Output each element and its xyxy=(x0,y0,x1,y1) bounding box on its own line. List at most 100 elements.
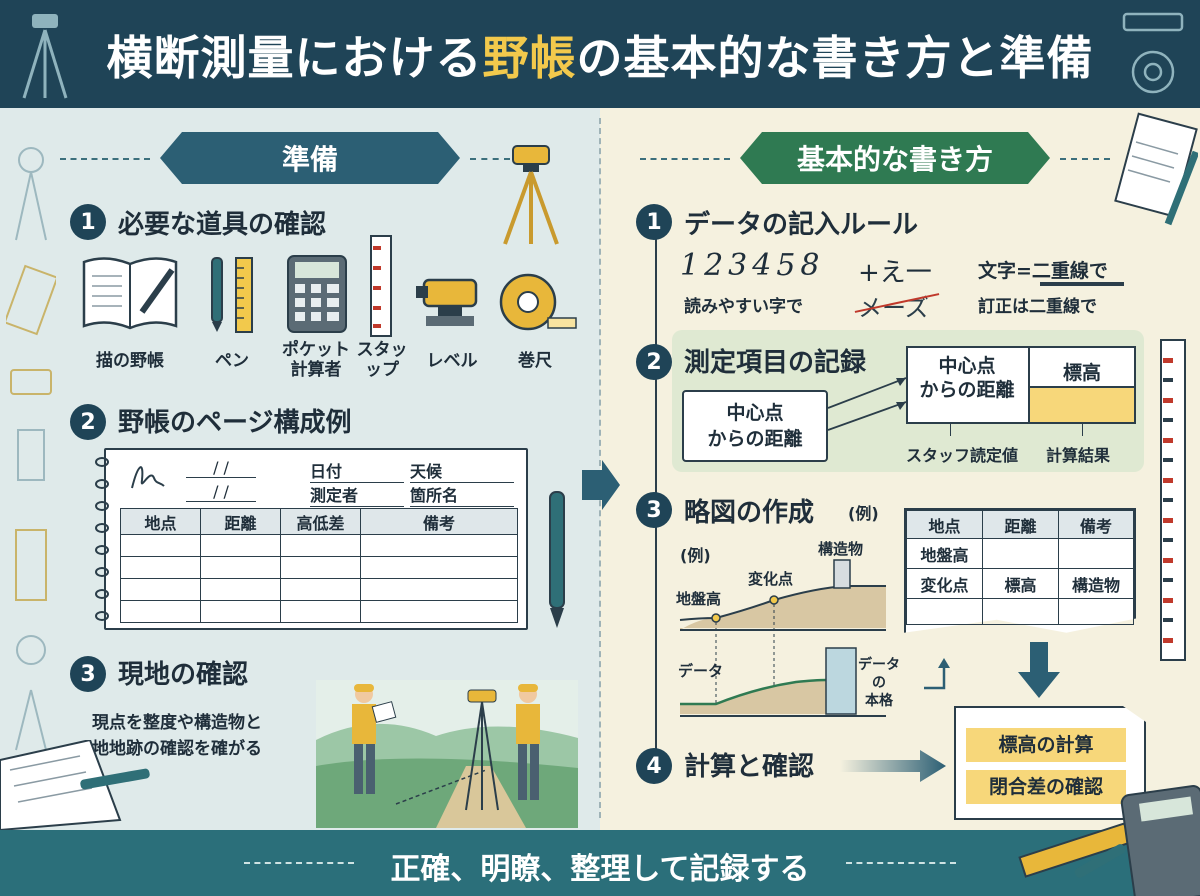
connector xyxy=(1082,424,1083,436)
divider-dash xyxy=(470,158,510,160)
table-header: 地点 xyxy=(120,508,201,535)
footer-slogan: 正確、明瞭、整理して記録する xyxy=(390,852,810,887)
corner-arrow-icon xyxy=(924,658,950,690)
writing-banner: 基本的な書き方 xyxy=(740,132,1050,184)
sketch-section-title: 略図の作成 xyxy=(684,498,815,528)
tool-label: 描の野帳 xyxy=(96,351,164,371)
footer-dash xyxy=(846,862,956,864)
title-part: 横断測量における xyxy=(106,31,483,85)
surveyor-field-label: 測定者 xyxy=(310,482,404,507)
data-rules-section-title: データの記入ルール xyxy=(684,210,919,240)
notebook-icon xyxy=(82,257,178,330)
table-row xyxy=(906,598,1134,625)
table-divider xyxy=(1028,348,1030,422)
measurement-section-title: 測定項目の記録 xyxy=(684,348,867,378)
table-header: 高低差 xyxy=(280,508,361,535)
step-number: 2 xyxy=(70,404,106,440)
table-cell xyxy=(982,598,1059,625)
struck-text: メーズ xyxy=(858,294,929,322)
table-header: 距離 xyxy=(200,508,281,535)
tools-section-title: 必要な道具の確認 xyxy=(118,210,327,240)
page-title: 横断測量における野帳の基本的な書き方と準備 xyxy=(0,22,1200,88)
step-number: 2 xyxy=(636,344,672,380)
elevation-calc-item: 標高の計算 xyxy=(966,728,1126,762)
table-cell: 変化点 xyxy=(906,568,983,599)
sketch-table: 地点 距離 備考 地盤高 変化点 標高 構造物 xyxy=(906,510,1134,625)
title-part: の基本的な書き方と準備 xyxy=(576,31,1094,85)
staff-reading-caption: スタッフ読定値 xyxy=(906,446,1019,465)
level-icon xyxy=(416,278,478,326)
right-arrow-icon xyxy=(582,460,620,510)
site-check-section-title: 現地の確認 xyxy=(118,660,249,690)
table-cell: 地盤高 xyxy=(906,538,983,569)
place-field-label: 箇所名 xyxy=(410,482,514,507)
site-illustration xyxy=(316,680,578,828)
calc-section-title: 計算と確認 xyxy=(684,752,815,782)
table-row xyxy=(120,600,518,623)
closure-check-item: 閉合差の確認 xyxy=(966,770,1126,804)
sketch-label-data: データ xyxy=(678,662,724,680)
step-number: 4 xyxy=(636,748,672,784)
digits-caption: 読みやすい字で xyxy=(684,297,803,317)
tape-measure-icon xyxy=(499,273,577,331)
table-row: 変化点 標高 構造物 xyxy=(906,568,1134,599)
table-cell: 標高 xyxy=(982,568,1059,599)
tool-label: 巻尺 xyxy=(518,351,552,371)
sketch-label-change: 変化点 xyxy=(748,570,794,588)
table-header: 備考 xyxy=(1058,510,1134,539)
down-arrow-icon xyxy=(1018,642,1060,698)
panel-divider xyxy=(599,118,601,818)
double-line xyxy=(1040,282,1124,286)
connector xyxy=(950,424,951,436)
step-number: 3 xyxy=(70,656,106,692)
level-instrument-icon xyxy=(503,145,559,245)
example-label: (例) xyxy=(680,546,711,565)
tool-label: レベル xyxy=(426,351,478,371)
notepad-pencil-icon xyxy=(1114,112,1198,226)
writing-banner-label: 基本的な書き方 xyxy=(796,143,993,176)
tool-label: ペン xyxy=(215,351,249,371)
staff-icon xyxy=(370,235,392,337)
date-slashes: / / xyxy=(186,482,256,502)
sample-correction: +え一 xyxy=(858,258,932,288)
table-row: 地盤高 xyxy=(906,538,1134,569)
table-header-distance: 中心点 からの距離 xyxy=(919,355,1015,401)
pen-ruler-icon xyxy=(211,257,253,333)
date-field-label: 日付 xyxy=(310,458,404,483)
calculator-icon xyxy=(287,255,347,333)
divider-dash xyxy=(60,158,150,160)
rule-caption: 訂正は二重線で xyxy=(978,297,1097,317)
table-row xyxy=(120,578,518,601)
site-check-text: 現点を整度や構造物と xyxy=(92,713,262,733)
elevation-cell xyxy=(1030,386,1134,422)
title-highlight: 野帳 xyxy=(482,31,577,85)
correction-rule: 文字=二重線で xyxy=(978,260,1108,282)
sketch-label-ground: 地盤高 xyxy=(676,590,722,608)
leveling-staff-icon xyxy=(1160,339,1186,661)
pen-icon xyxy=(549,491,565,628)
prep-banner: 準備 xyxy=(160,132,460,184)
table-header: 備考 xyxy=(360,508,518,535)
table-cell xyxy=(1058,538,1134,569)
sample-digits: 123458 xyxy=(680,248,825,283)
table-cell xyxy=(906,598,983,625)
cross-section-sketch xyxy=(679,559,886,717)
tool-label: スタッ ップ xyxy=(356,340,408,380)
table-row xyxy=(120,534,518,557)
prep-banner-label: 準備 xyxy=(281,143,338,176)
step-number: 3 xyxy=(636,492,672,528)
table-header: 地点 xyxy=(906,510,983,539)
divider-dash xyxy=(1060,158,1110,160)
calculator-corner-decoration xyxy=(1018,785,1200,896)
sketch-label-data-right: データ の 本格 xyxy=(858,657,900,709)
footer-dash xyxy=(244,862,354,864)
header-bar xyxy=(0,0,1200,108)
side-decoration xyxy=(6,147,56,751)
sketch-label-structure: 構造物 xyxy=(818,540,864,558)
site-check-text: 地地跡の確認を確がる xyxy=(92,739,262,759)
notebook-corner-decoration xyxy=(0,740,150,830)
spiral-binding xyxy=(95,457,109,621)
step-number: 1 xyxy=(70,204,106,240)
example-label: (例) xyxy=(848,504,879,523)
level-tool-icon xyxy=(1122,12,1184,94)
